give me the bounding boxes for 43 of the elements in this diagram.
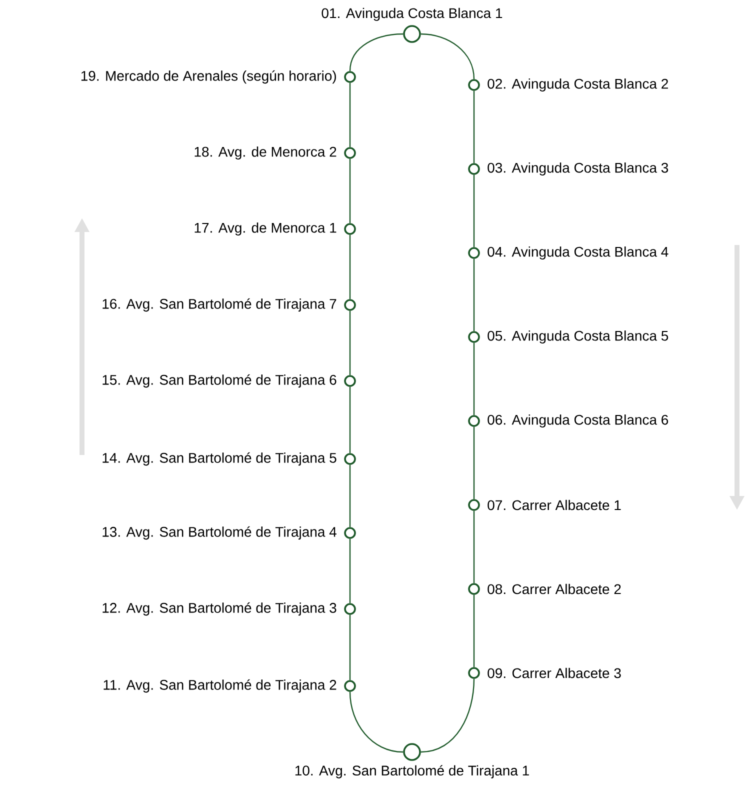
route-line <box>349 33 404 72</box>
node-label: 08. Carrer Albacete 2 <box>488 584 621 594</box>
bus-stop: 10. Avg. San Bartolomé de Tirajana 1 <box>295 743 529 778</box>
bus-stop: 06. Avinguda Costa Blanca 6 <box>468 414 668 428</box>
route-line <box>349 82 351 148</box>
node-label: 01. Avinguda Costa Blanca 1 <box>322 8 502 21</box>
bus-stop: 14. Avg. San Bartolomé de Tirajana 5 <box>102 452 356 466</box>
route-line <box>473 426 475 500</box>
bus-stop: 12. Avg. San Bartolomé de Tirajana 3 <box>102 602 356 616</box>
route-line <box>473 90 475 164</box>
route-line <box>349 158 351 224</box>
bus-stop: 07. Carrer Albacete 1 <box>468 499 621 511</box>
bus-stop: 03. Avinguda Costa Blanca 3 <box>468 162 668 176</box>
bus-stop: 17. Avg. de Menorca 1 <box>194 222 356 236</box>
route-line <box>473 174 475 248</box>
bus-stop: 15. Avg. San Bartolomé de Tirajana 6 <box>102 374 356 388</box>
bus-stop: 13. Avg. San Bartolomé de Tirajana 4 <box>102 526 356 540</box>
route-line <box>349 234 351 300</box>
bus-stop: 08. Carrer Albacete 2 <box>468 583 621 595</box>
route-line <box>420 33 475 80</box>
bus-stop: 02. Avinguda Costa Blanca 2 <box>468 78 668 92</box>
bus-stop: 19. Mercado de Arenales (según horario) <box>81 70 356 84</box>
route-line <box>349 386 351 454</box>
route-line <box>473 594 475 668</box>
bus-stop: 11. Avg. San Bartolomé de Tirajana 2 <box>104 679 356 693</box>
bus-stop: 01. Avinguda Costa Blanca 1 <box>322 8 502 43</box>
node-label: 10. Avg. San Bartolomé de Tirajana 1 <box>295 765 529 778</box>
bus-stop: 09. Carrer Albacete 3 <box>468 667 621 679</box>
route-line <box>473 342 475 416</box>
route-line <box>349 464 351 528</box>
route-line <box>349 310 351 376</box>
node-label: 09. Carrer Albacete 3 <box>488 668 621 678</box>
route-line <box>349 538 351 604</box>
bus-stop: 04. Avinguda Costa Blanca 4 <box>468 246 668 260</box>
route-line <box>473 510 475 584</box>
route-line <box>349 614 351 680</box>
bus-stop: 18. Avg. de Menorca 2 <box>194 146 356 160</box>
bus-stop: 05. Avinguda Costa Blanca 5 <box>468 330 668 344</box>
route-line <box>473 258 475 332</box>
bus-stop: 16. Avg. San Bartolomé de Tirajana 7 <box>102 298 356 312</box>
route-line <box>349 692 404 753</box>
route-line <box>420 678 475 753</box>
node-label: 07. Carrer Albacete 1 <box>488 500 621 510</box>
